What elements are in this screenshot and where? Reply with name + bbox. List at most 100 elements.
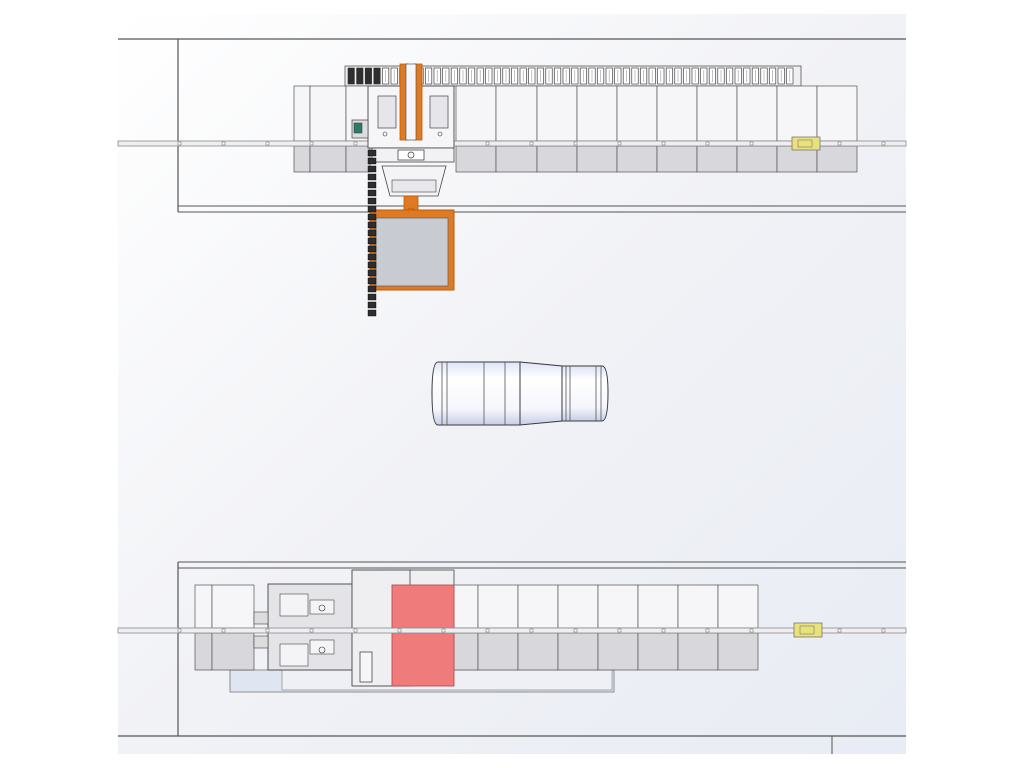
rail-tick: [265, 628, 270, 633]
rail-tick: [221, 141, 226, 146]
top-panel-lower: [736, 145, 778, 173]
vertical-chain-link: [367, 173, 377, 181]
bottom-panel-lower: [597, 632, 639, 671]
top-panel-lower: [656, 145, 698, 173]
vertical-chain-link: [367, 149, 377, 157]
top-panel-upper: [816, 85, 858, 142]
rail-tick: [265, 141, 270, 146]
rail-tick: [177, 141, 182, 146]
bottom-panel-lower: [637, 632, 679, 671]
bottom-gantry-assembly[interactable]: [117, 561, 907, 754]
bottom-panel-lower: [453, 632, 479, 671]
vertical-chain-link: [367, 213, 377, 221]
vertical-chain-link: [367, 269, 377, 277]
cylindrical-workpiece[interactable]: [431, 361, 609, 426]
vertical-chain-link: [367, 237, 377, 245]
top-panel-upper: [293, 85, 311, 142]
top-vertical-chain: [367, 149, 377, 317]
bottom-panel-lower: [677, 632, 719, 671]
top-cable-carrier-links: [347, 67, 794, 85]
vertical-chain-link: [367, 293, 377, 301]
bottom-panel-lower: [717, 632, 759, 671]
bottom-panel-upper: [211, 584, 255, 629]
rail-tick: [221, 628, 226, 633]
vertical-chain-link: [367, 309, 377, 317]
top-panel-row: [293, 85, 858, 173]
bottom-machine-body[interactable]: [253, 569, 455, 687]
chain-link: [373, 67, 381, 85]
rail-tick: [749, 628, 754, 633]
rail-tick: [661, 141, 666, 146]
rail-tick: [353, 628, 358, 633]
rail-tick: [617, 141, 622, 146]
vertical-chain-link: [367, 181, 377, 189]
top-panel-lower: [616, 145, 658, 173]
top-panel-upper: [776, 85, 818, 142]
top-rail: [117, 140, 907, 147]
rail-tick: [485, 628, 490, 633]
rail-tick: [529, 628, 534, 633]
bottom-panel-upper: [194, 584, 213, 629]
vertical-chain-link: [367, 261, 377, 269]
bottom-panel-upper: [677, 584, 719, 629]
top-panel-upper: [696, 85, 738, 142]
bottom-panel-upper: [557, 584, 599, 629]
top-panel-upper: [576, 85, 618, 142]
chain-link: [364, 67, 372, 85]
bottom-rail: [117, 627, 907, 634]
rail-tick: [837, 141, 842, 146]
rail-tick: [353, 141, 358, 146]
rail-tick: [529, 141, 534, 146]
bottom-panel-lower: [517, 632, 559, 671]
top-panel-lower: [696, 145, 738, 173]
top-panel-lower: [455, 145, 497, 173]
top-panel-lower: [309, 145, 347, 173]
rail-tick: [617, 628, 622, 633]
vertical-chain-link: [367, 253, 377, 261]
rail-tick: [749, 141, 754, 146]
rail-tick: [661, 628, 666, 633]
bottom-rail-ticks: [177, 628, 886, 633]
bottom-panel-lower: [211, 632, 255, 671]
rail-tick: [309, 141, 314, 146]
bottom-panel-lower: [194, 632, 213, 671]
rail-tick: [397, 628, 402, 633]
top-panel-lower: [495, 145, 538, 173]
bottom-panel-upper: [517, 584, 559, 629]
vertical-chain-link: [367, 245, 377, 253]
top-limit-switch[interactable]: [791, 136, 821, 151]
rail-tick: [705, 141, 710, 146]
vertical-chain-link: [367, 221, 377, 229]
rail-tick: [705, 628, 710, 633]
bottom-panel-lower: [477, 632, 519, 671]
bottom-panel-lower: [557, 632, 599, 671]
top-panel-upper: [309, 85, 347, 142]
top-panel-upper: [616, 85, 658, 142]
top-panel-upper: [495, 85, 538, 142]
rail-tick: [485, 141, 490, 146]
vertical-chain-link: [367, 285, 377, 293]
top-panel-lower: [536, 145, 578, 173]
vertical-chain-link: [367, 157, 377, 165]
rail-tick: [573, 141, 578, 146]
top-panel-lower: [576, 145, 618, 173]
top-gantry-carriage[interactable]: [351, 63, 455, 317]
top-panel-upper: [736, 85, 778, 142]
bottom-panel-upper: [477, 584, 519, 629]
top-panel-upper: [455, 85, 497, 142]
bottom-panel-upper: [637, 584, 679, 629]
vertical-chain-link: [367, 301, 377, 309]
vertical-chain-link: [367, 189, 377, 197]
chain-link: [356, 67, 364, 85]
vertical-chain-link: [367, 277, 377, 285]
chain-link: [347, 67, 355, 85]
bottom-panel-upper: [717, 584, 759, 629]
top-panel-lower: [293, 145, 311, 173]
rail-tick: [837, 628, 842, 633]
top-panel-upper: [536, 85, 578, 142]
top-gantry-assembly[interactable]: [117, 38, 907, 317]
bottom-limit-switch[interactable]: [793, 622, 823, 638]
top-panel-lower: [345, 145, 371, 173]
